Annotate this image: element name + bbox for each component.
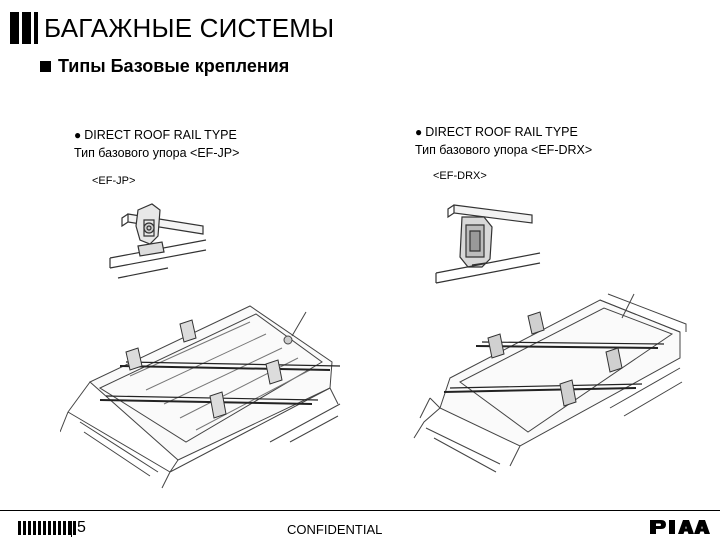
ef-drx-car-roof-illustration <box>413 293 687 473</box>
piaa-logo <box>650 520 710 534</box>
footer-bars-decoration <box>18 521 76 535</box>
left-type-label: DIRECT ROOF RAIL TYPE <box>84 128 237 142</box>
page-title-bar: БАГАЖНЫЕ СИСТЕМЫ <box>10 12 334 44</box>
subtitle-text: Типы Базовые крепления <box>58 56 290 76</box>
page-title: БАГАЖНЫЕ СИСТЕМЫ <box>44 12 335 43</box>
right-code: <EF-DRX> <box>433 170 487 182</box>
page-number-separator <box>71 521 72 537</box>
ef-drx-foot-illustration <box>435 204 541 284</box>
right-caption: ● DIRECT ROOF RAIL TYPE Тип базового упо… <box>415 123 592 159</box>
left-code: <EF-JP> <box>92 175 136 187</box>
footer-divider <box>0 510 720 511</box>
ef-jp-car-roof-illustration <box>60 305 341 489</box>
right-description: Тип базового упора <EF-DRX> <box>415 143 593 157</box>
right-type-label: DIRECT ROOF RAIL TYPE <box>425 125 578 139</box>
section-subtitle: Типы Базовые крепления <box>40 56 289 77</box>
page-number: 5 <box>77 519 86 536</box>
left-caption: ● DIRECT ROOF RAIL TYPE Тип базового упо… <box>74 126 239 162</box>
bullet-dot-icon: ● <box>415 125 423 139</box>
bullet-dot-icon: ● <box>74 128 82 142</box>
title-decoration <box>10 12 38 44</box>
ef-jp-foot-illustration <box>109 203 207 279</box>
square-bullet-icon <box>40 61 51 72</box>
left-description: Тип базового упора <EF-JP> <box>74 146 240 160</box>
confidential-label: CONFIDENTIAL <box>287 522 383 537</box>
